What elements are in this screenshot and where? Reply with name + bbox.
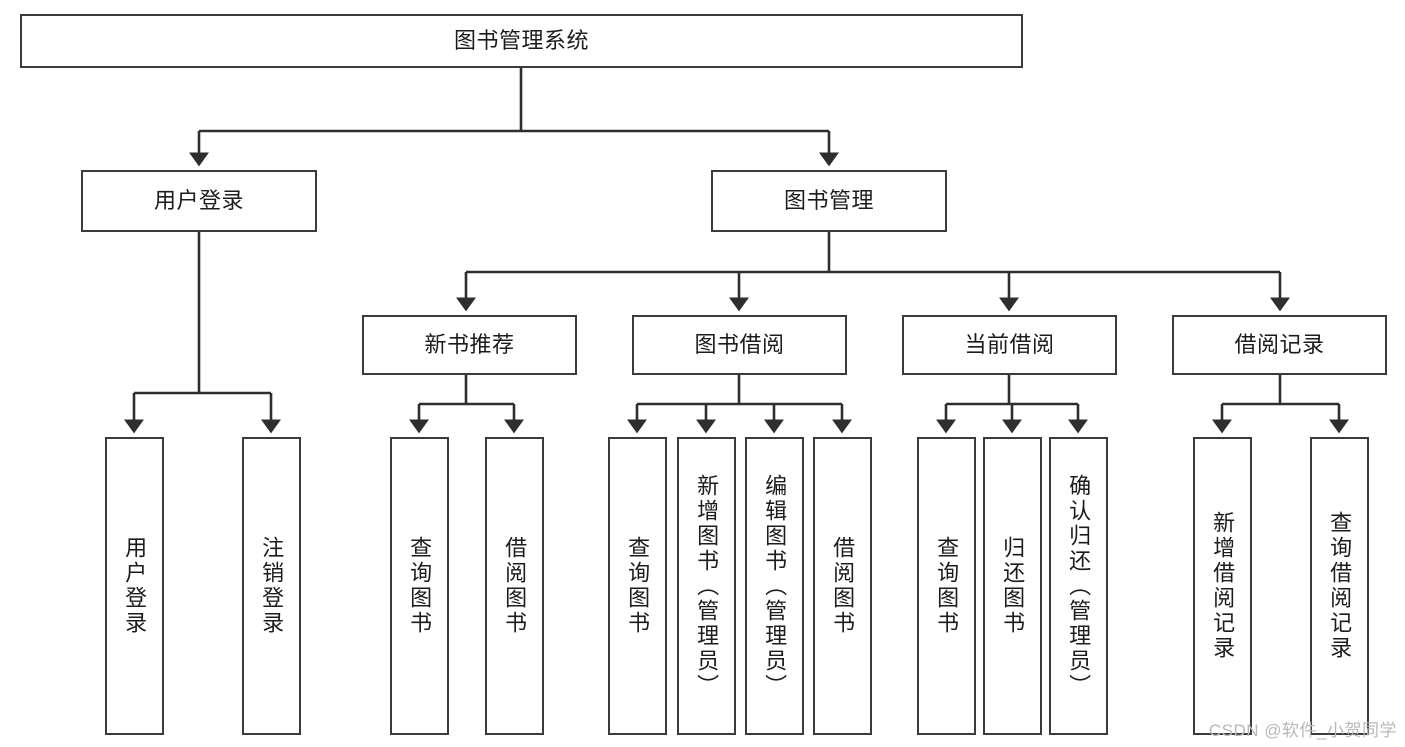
leaf-return-book[interactable]: 归还图书 [983, 437, 1042, 735]
node-label: 图书管理 [783, 187, 874, 213]
leaf-query-book-borrow[interactable]: 查询图书 [608, 437, 667, 735]
node-borrow-record[interactable]: 借阅记录 [1172, 315, 1387, 375]
node-label: 新增图书（管理员） [694, 473, 720, 699]
node-label: 用户登录 [153, 187, 244, 213]
node-label: 注销登录 [259, 536, 285, 636]
leaf-user-login[interactable]: 用户登录 [105, 437, 164, 735]
node-label: 查询图书 [625, 536, 651, 636]
node-current-borrow[interactable]: 当前借阅 [902, 315, 1117, 375]
leaf-query-book-current[interactable]: 查询图书 [917, 437, 976, 735]
node-new-book-recommend[interactable]: 新书推荐 [362, 315, 577, 375]
node-label: 借阅图书 [830, 536, 856, 636]
node-user-login[interactable]: 用户登录 [81, 170, 317, 232]
node-root-system[interactable]: 图书管理系统 [20, 14, 1023, 68]
node-label: 图书管理系统 [453, 27, 589, 53]
node-label: 图书借阅 [694, 331, 785, 357]
node-label: 归还图书 [1000, 536, 1026, 636]
node-label: 查询借阅记录 [1327, 511, 1353, 661]
leaf-confirm-return-admin[interactable]: 确认归还（管理员） [1049, 437, 1108, 735]
leaf-query-book-recommend[interactable]: 查询图书 [390, 437, 449, 735]
node-label: 用户登录 [122, 536, 148, 636]
node-label: 查询图书 [407, 536, 433, 636]
leaf-add-borrow-record[interactable]: 新增借阅记录 [1193, 437, 1252, 735]
node-label: 借阅记录 [1234, 331, 1325, 357]
leaf-add-book-admin[interactable]: 新增图书（管理员） [677, 437, 736, 735]
leaf-edit-book-admin[interactable]: 编辑图书（管理员） [745, 437, 804, 735]
node-book-management[interactable]: 图书管理 [711, 170, 947, 232]
node-book-borrow[interactable]: 图书借阅 [632, 315, 847, 375]
leaf-borrow-book-recommend[interactable]: 借阅图书 [485, 437, 544, 735]
leaf-logout-login[interactable]: 注销登录 [242, 437, 301, 735]
node-label: 新书推荐 [424, 331, 515, 357]
node-label: 查询图书 [934, 536, 960, 636]
node-label: 当前借阅 [964, 331, 1055, 357]
node-label: 确认归还（管理员） [1066, 473, 1092, 699]
leaf-borrow-book-borrow[interactable]: 借阅图书 [813, 437, 872, 735]
node-label: 借阅图书 [502, 536, 528, 636]
leaf-query-borrow-record[interactable]: 查询借阅记录 [1310, 437, 1369, 735]
node-label: 新增借阅记录 [1210, 511, 1236, 661]
node-label: 编辑图书（管理员） [762, 473, 788, 699]
